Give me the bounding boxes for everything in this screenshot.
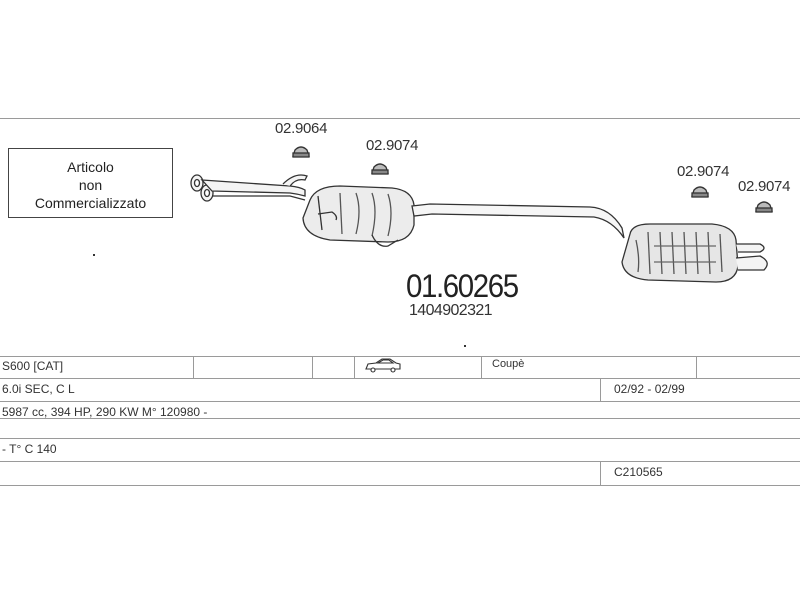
hanger-label-4[interactable]: 02.9074 [738, 178, 791, 195]
middle-pipe [411, 203, 625, 239]
hanger-icon-2 [371, 163, 389, 175]
table-line-2 [0, 378, 800, 379]
table-line-6 [0, 461, 800, 462]
stray-dot-2 [464, 345, 466, 347]
table-line-1 [0, 356, 800, 357]
notice-line-2: non [78, 177, 103, 193]
notice-line-3: Commercializzato [34, 195, 147, 211]
specs-cell: 5987 cc, 394 HP, 290 KW M° 120980 - [2, 405, 208, 419]
type-cell: - T° C 140 [2, 442, 57, 456]
front-muffler [302, 185, 415, 247]
body-type-cell: Coupè [492, 358, 525, 370]
car-coupe-icon [365, 358, 401, 373]
table-line-5 [0, 438, 800, 439]
table-line-4 [0, 418, 800, 419]
table-col-7 [600, 461, 601, 485]
model-cell: S600 [CAT] [2, 359, 64, 373]
stray-dot-1 [93, 254, 95, 256]
table-col-1 [193, 356, 194, 378]
years-cell: 02/92 - 02/99 [614, 382, 685, 396]
oem-part-number: 1404902321 [409, 302, 493, 319]
hanger-icon-1 [292, 146, 310, 158]
front-pipe [190, 174, 308, 202]
engine-cell: 6.0i SEC, C L [2, 382, 75, 396]
table-col-5 [696, 356, 697, 378]
frame-top-line [0, 118, 800, 119]
table-col-6 [600, 378, 601, 401]
hanger-label-1[interactable]: 02.9064 [275, 120, 328, 137]
hanger-label-2[interactable]: 02.9074 [366, 137, 419, 154]
code-cell: C210565 [614, 465, 663, 479]
table-line-7 [0, 485, 800, 486]
hanger-label-3[interactable]: 02.9074 [677, 163, 730, 180]
table-col-4 [481, 356, 482, 378]
notice-line-1: Articolo [67, 159, 114, 175]
hanger-icon-3 [691, 186, 709, 198]
table-col-2 [312, 356, 313, 378]
main-part-number[interactable]: 01.60265 [406, 268, 519, 304]
not-commercialized-notice: Articolo non Commercializzato [8, 148, 173, 218]
rear-muffler [621, 223, 768, 283]
table-col-3 [354, 356, 355, 378]
table-line-3 [0, 401, 800, 402]
hanger-icon-4 [755, 201, 773, 213]
